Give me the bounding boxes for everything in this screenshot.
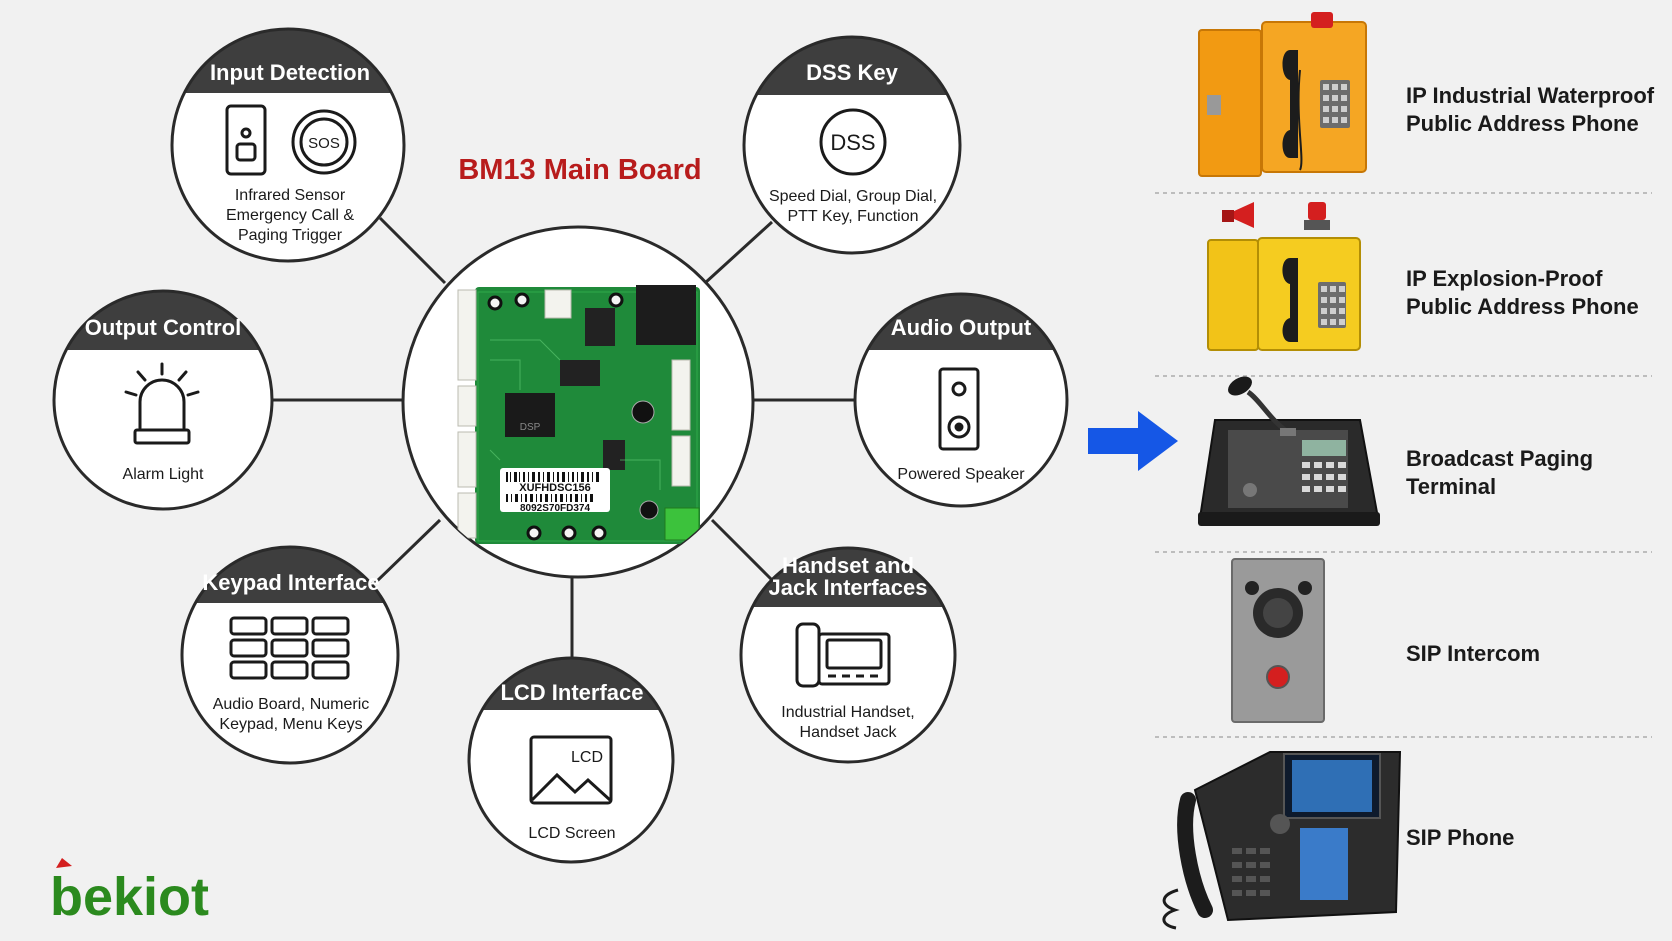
node-label-line: PTT Key, Function: [787, 208, 918, 225]
board-title: BM13 Main Board: [458, 154, 701, 186]
product-waterproof-phone: IP Industrial Waterproof Public Address …: [1198, 12, 1655, 177]
lcd-icon-label: LCD: [571, 749, 603, 766]
speaker-icon: [938, 367, 980, 451]
sos-button-icon: SOS: [291, 109, 357, 175]
logo-text: bekiot: [50, 867, 209, 927]
product-label-line: Broadcast Paging: [1406, 446, 1593, 471]
dss-key-icon: DSS: [819, 108, 887, 176]
handset-phone-icon: [795, 622, 891, 688]
node-label-line: Paging Trigger: [238, 227, 343, 244]
chip-label: DSP: [520, 422, 541, 433]
paging-terminal-icon: [1198, 376, 1380, 526]
product-explosion-proof-phone: IP Explosion-Proof Public Address Phone: [1207, 202, 1639, 351]
waterproof-phone-icon: [1198, 12, 1367, 177]
product-label-line: IP Industrial Waterproof: [1406, 83, 1655, 108]
node-header: Audio Output: [891, 315, 1032, 340]
node-label-line: Alarm Light: [123, 466, 204, 483]
node-header: Jack Interfaces: [769, 575, 928, 600]
bekiot-logo: bekiot: [50, 858, 209, 927]
product-sip-phone: SIP Phone: [1162, 751, 1514, 930]
node-header: LCD Interface: [500, 680, 643, 705]
lcd-icon: LCD: [529, 735, 613, 805]
node-label-line: Industrial Handset,: [781, 704, 914, 721]
connector-keypad-interface: [373, 518, 442, 585]
connector-input-detection: [378, 216, 447, 285]
node-label-line: Handset Jack: [800, 724, 898, 741]
node-label-line: Speed Dial, Group Dial,: [769, 188, 937, 205]
arrow-right-icon: [1088, 411, 1178, 471]
node-label-line: LCD Screen: [528, 825, 615, 842]
pcb-board-icon: DSP: [457, 285, 700, 544]
node-label-line: Emergency Call &: [226, 207, 354, 224]
product-paging-terminal: Broadcast Paging Terminal: [1198, 376, 1593, 526]
dss-icon-label: DSS: [830, 130, 875, 155]
connector-lines: [272, 216, 855, 658]
barcode-top-text: XUFHDSC156: [519, 482, 591, 494]
node-input-detection: Input Detection SOS Infrared Sensor Emer…: [170, 27, 406, 263]
node-header: Keypad Interface: [202, 570, 379, 595]
node-output-control: Output Control Alarm Light: [52, 289, 274, 511]
node-header: DSS Key: [806, 60, 898, 85]
product-label-line: SIP Phone: [1406, 825, 1514, 850]
product-sip-intercom: SIP Intercom: [1231, 558, 1540, 723]
product-label-line: Public Address Phone: [1406, 111, 1639, 136]
product-label-line: SIP Intercom: [1406, 641, 1540, 666]
product-label-line: Terminal: [1406, 474, 1496, 499]
explosion-proof-phone-icon: [1207, 202, 1361, 351]
node-label-line: Audio Board, Numeric: [213, 696, 370, 713]
node-keypad-interface: Keypad Interface Audio Board, Numeric Ke…: [180, 545, 400, 765]
node-header: Input Detection: [210, 60, 370, 85]
connector-dss-key: [703, 220, 774, 285]
sip-phone-icon: [1162, 751, 1402, 930]
main-board-node: DSP: [401, 225, 755, 579]
node-header: Output Control: [85, 315, 241, 340]
infrared-sensor-icon: [225, 104, 267, 176]
node-dss-key: DSS Key DSS Speed Dial, Group Dial, PTT …: [742, 35, 962, 255]
node-header: Handset and: [782, 553, 914, 578]
connector-handset-jack: [710, 518, 777, 585]
product-label-line: IP Explosion-Proof: [1406, 266, 1603, 291]
node-label-line: Infrared Sensor: [235, 187, 346, 204]
product-label-line: Public Address Phone: [1406, 294, 1639, 319]
keypad-icon: [229, 616, 350, 680]
node-label-line: Powered Speaker: [897, 466, 1025, 483]
sos-label: SOS: [308, 135, 340, 152]
node-handset-jack: Handset and Jack Interfaces Industrial H…: [739, 546, 957, 764]
product-dividers: [1155, 192, 1652, 738]
sip-intercom-icon: [1231, 558, 1325, 723]
alarm-light-icon: [124, 362, 200, 445]
node-label-line: Keypad, Menu Keys: [219, 716, 362, 733]
node-audio-output: Audio Output Powered Speaker: [853, 292, 1069, 508]
node-lcd-interface: LCD Interface LCD LCD Screen: [467, 656, 675, 864]
barcode-bottom-text: 8092S70FD374: [520, 503, 590, 514]
